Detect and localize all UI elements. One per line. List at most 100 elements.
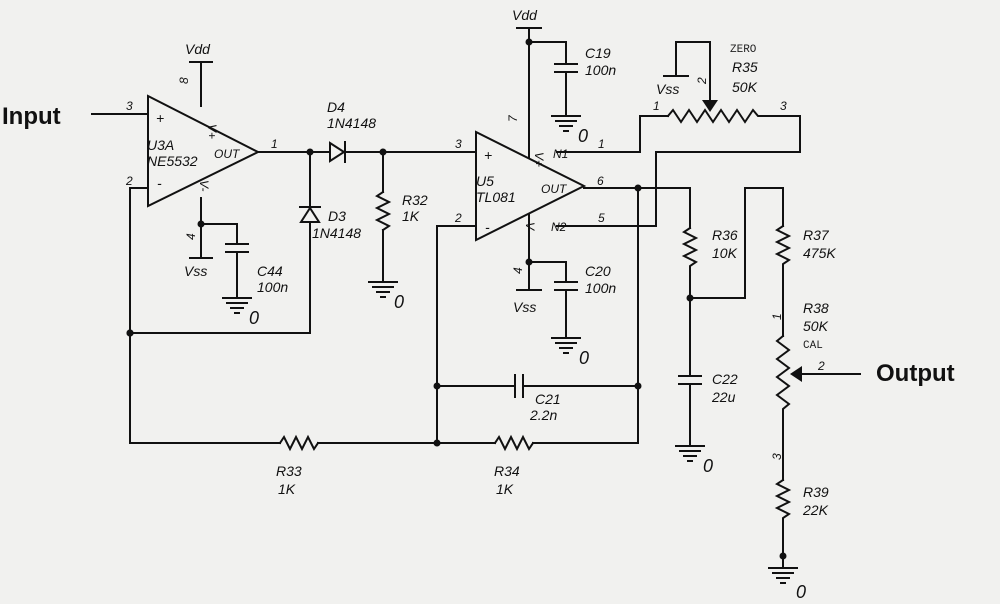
resistor-r39 [774, 478, 792, 569]
c20-ref: C20 [585, 263, 611, 279]
resistor-r33 [278, 434, 320, 452]
r34-right-wire [532, 187, 639, 444]
c22-gnd-label: 0 [703, 456, 713, 476]
r35-ref: R35 [732, 59, 758, 75]
r36-r37-wire [689, 187, 784, 299]
r38-pin2: 2 [817, 359, 825, 373]
r32-ref: R32 [402, 192, 428, 208]
c22-ref: C22 [712, 371, 738, 387]
u5-n1-wire [556, 115, 669, 153]
u3a-ref: U3A [147, 137, 174, 153]
ground-r39 [768, 567, 798, 584]
d3-ref: D3 [328, 208, 346, 224]
u5-pin5: 5 [598, 211, 605, 225]
r36-value: 10K [712, 245, 738, 261]
c20-value: 100n [585, 280, 616, 296]
ground-c19 [551, 115, 581, 132]
c19-gnd-label: 0 [578, 126, 588, 146]
u5-pin3: 3 [455, 137, 462, 151]
u3a-vminus: V- [197, 180, 211, 192]
resistor-r36 [681, 226, 699, 377]
u5-out-wire [583, 187, 691, 229]
r38-value: 50K [803, 318, 829, 334]
ground-c44 [222, 297, 252, 314]
r35-vss-wire [675, 41, 711, 77]
c22-value: 22u [711, 389, 736, 405]
c21-ref: C21 [535, 391, 561, 407]
u5-pin6: 6 [597, 174, 604, 188]
capacitor-c21 [514, 374, 524, 398]
u3a-part: NE5532 [147, 153, 198, 169]
u5-vdd-label: Vdd [512, 7, 538, 23]
u5-part: TL081 [476, 189, 516, 205]
resistor-r37 [774, 224, 792, 337]
r38-wiper-arrow [790, 366, 802, 382]
u3a-pin1: 1 [271, 137, 278, 151]
c21-value: 2.2n [529, 407, 557, 423]
u5-minus: - [485, 219, 490, 235]
output-label: Output [876, 360, 955, 387]
pot-r38 [775, 334, 791, 481]
capacitor-c22 [678, 375, 702, 385]
input-label: Input [2, 103, 61, 130]
u5-pin7: 7 [506, 114, 520, 122]
r36-ref: R36 [712, 227, 738, 243]
r38-note: CAL [803, 340, 823, 352]
r39-ref: R39 [803, 484, 829, 500]
capacitor-c44 [225, 243, 249, 253]
u3a-pin3: 3 [126, 99, 133, 113]
r35-pin3: 3 [780, 99, 787, 113]
r39-value: 22K [802, 502, 829, 518]
u5-vplus: V+ [532, 152, 546, 167]
d3-bottom-wire [129, 221, 311, 334]
c20-wire [528, 261, 567, 283]
u3a-plus: + [156, 110, 164, 126]
u5-n1-label: N1 [553, 147, 568, 161]
u5-pin2: 2 [454, 211, 462, 225]
ground-c20 [551, 337, 581, 354]
d4-ref: D4 [327, 99, 345, 115]
capacitor-c20 [554, 281, 578, 291]
u5-n2-wire [556, 115, 801, 227]
resistor-r34 [493, 434, 535, 452]
u3a-pin4: 4 [184, 233, 198, 240]
r32-value: 1K [402, 208, 420, 224]
u3a-pin8: 8 [177, 77, 191, 84]
c44-wire [200, 223, 238, 245]
r35-pin1: 1 [653, 99, 660, 113]
u3a-vdd-label: Vdd [185, 41, 211, 57]
u5-vss-label: Vss [513, 299, 536, 315]
u5-pin4: 4 [511, 267, 525, 274]
c44-value: 100n [257, 279, 288, 295]
r34-ref: R34 [494, 463, 520, 479]
u3a-vss-label: Vss [184, 263, 207, 279]
c19-ref: C19 [585, 45, 611, 61]
r32-gnd-label: 0 [394, 292, 404, 312]
u5-inn-wire [436, 225, 477, 444]
opamp-u3a [147, 94, 261, 208]
r38-pin3: 3 [770, 453, 784, 460]
capacitor-c19 [554, 63, 578, 73]
junction [126, 329, 134, 337]
u3a-pin2: 2 [125, 174, 133, 188]
r39-gnd-label: 0 [796, 582, 806, 602]
junction [634, 184, 642, 192]
r37-ref: R37 [803, 227, 830, 243]
ground-r32 [368, 281, 398, 298]
diode-d3-body [299, 206, 321, 223]
c19-wire [528, 41, 567, 65]
r35-pin2: 2 [695, 77, 709, 85]
r33-value: 1K [278, 481, 296, 497]
r35-value: 50K [732, 79, 758, 95]
r33-ref: R33 [276, 463, 302, 479]
u5-out-label: OUT [541, 182, 568, 196]
pot-r35 [666, 108, 775, 124]
c44-ref: C44 [257, 263, 283, 279]
r38-ref: R38 [803, 300, 829, 316]
c44-gnd-label: 0 [249, 308, 259, 328]
r34-value: 1K [496, 481, 514, 497]
u5-ref: U5 [476, 173, 494, 189]
u5-pin1: 1 [598, 137, 605, 151]
d4-value: 1N4148 [327, 115, 376, 131]
